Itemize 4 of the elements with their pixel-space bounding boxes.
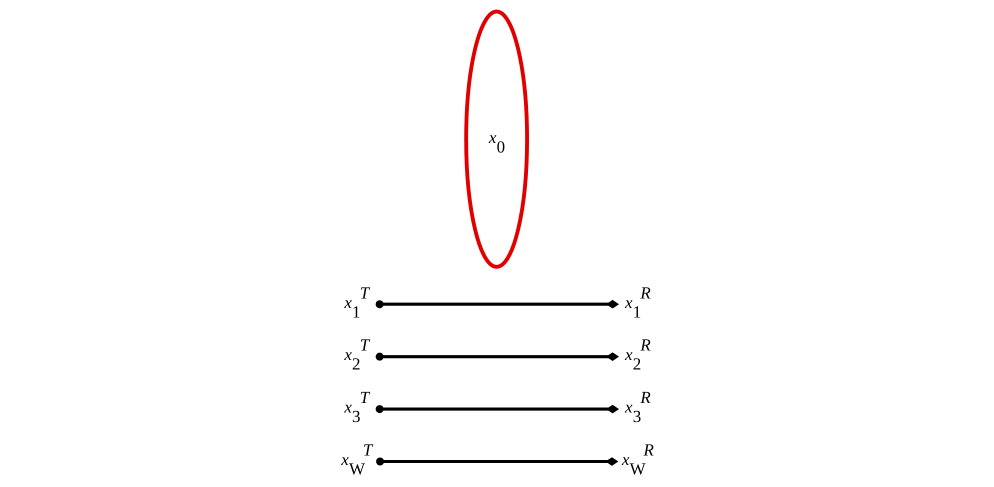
connector	[376, 352, 620, 361]
connector	[376, 457, 618, 466]
connector	[376, 300, 620, 309]
connector	[376, 404, 620, 414]
